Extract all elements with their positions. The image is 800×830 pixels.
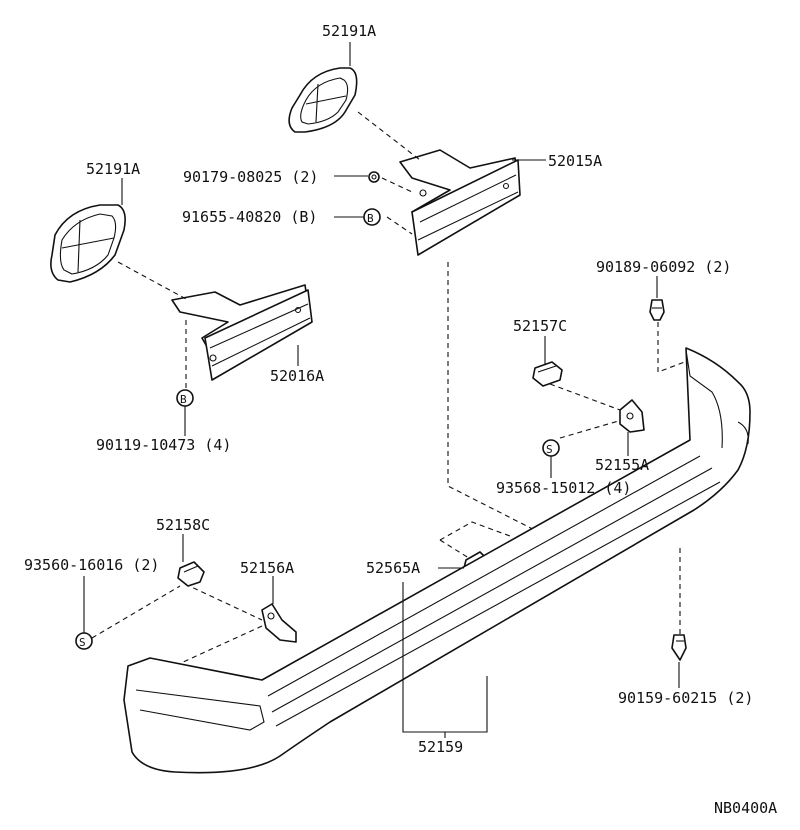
retainer-52158c: [177, 561, 205, 587]
svg-text:S: S: [79, 636, 86, 649]
svg-text:B: B: [367, 212, 374, 225]
label-52191a-left: 52191A: [86, 160, 140, 178]
bracket-52156a: [261, 603, 297, 643]
label-52191a-top: 52191A: [322, 22, 376, 40]
label-52565a: 52565A: [366, 559, 420, 577]
label-52016a: 52016A: [270, 367, 324, 385]
label-93568: 93568-15012 (4): [496, 479, 631, 497]
callout-s-right: S: [542, 439, 560, 457]
bracket-52015a: [399, 149, 521, 256]
label-52157c: 52157C: [513, 317, 567, 335]
label-91655: 91655-40820 (B): [182, 208, 317, 226]
callout-b-left: B: [176, 389, 194, 407]
label-90189: 90189-06092 (2): [596, 258, 731, 276]
label-52015a: 52015A: [548, 152, 602, 170]
label-52156a: 52156A: [240, 559, 294, 577]
diagram-code: NB0400A: [714, 799, 777, 817]
label-52159: 52159: [418, 738, 463, 756]
label-90179: 90179-08025 (2): [183, 168, 318, 186]
pad-52191a-top: [288, 67, 358, 133]
svg-text:S: S: [546, 443, 553, 456]
screw-90159: [671, 634, 687, 661]
callout-b-top: B: [363, 208, 381, 226]
callout-s-left: S: [75, 632, 93, 650]
bracket-52155a: [619, 399, 645, 433]
clip-90189: [649, 299, 665, 321]
retainer-52157c: [532, 361, 563, 387]
label-93560: 93560-16016 (2): [24, 556, 159, 574]
svg-text:B: B: [180, 393, 187, 406]
label-52158c: 52158C: [156, 516, 210, 534]
pad-52191a-left: [50, 204, 126, 283]
bumper-52159: [123, 347, 751, 774]
label-52155a: 52155A: [595, 456, 649, 474]
label-90159: 90159-60215 (2): [618, 689, 753, 707]
nut-90179: [368, 171, 380, 183]
bracket-52016a: [171, 284, 313, 381]
label-90119: 90119-10473 (4): [96, 436, 231, 454]
